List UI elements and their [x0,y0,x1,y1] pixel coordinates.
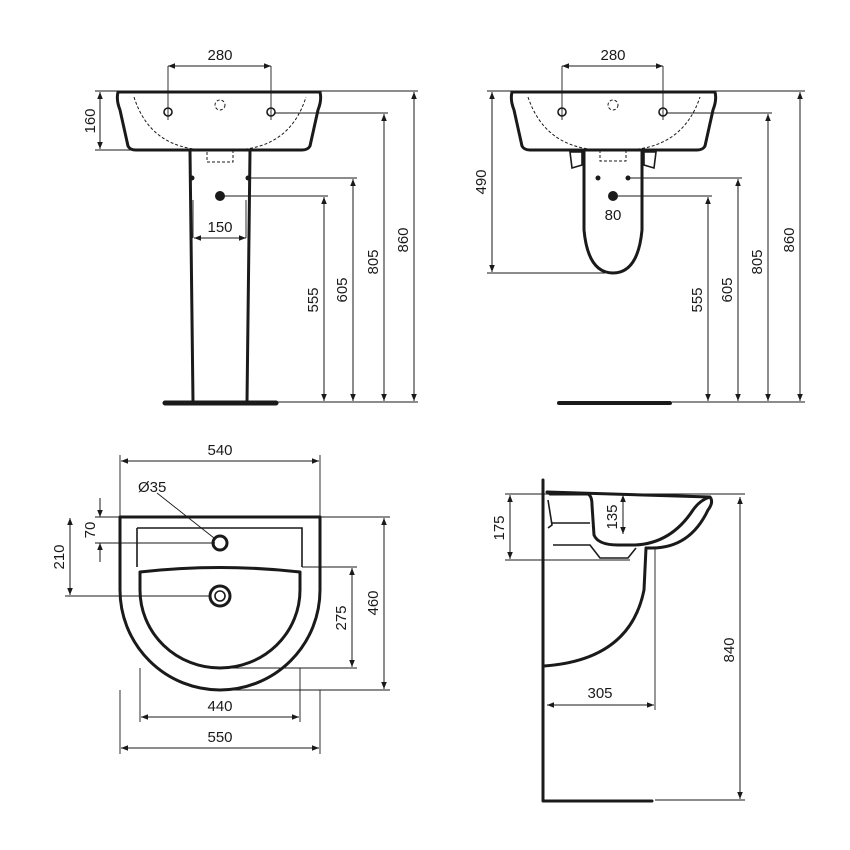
front-semi-pedestal-view: 280 490 80 555 605 805 860 [473,47,805,405]
bracket-right [643,151,657,170]
dim-70: 70 [82,522,99,539]
dim-490: 490 [473,169,490,194]
fixing-hole [245,175,251,181]
bowl-hidden-line [133,96,307,151]
dim-275: 275 [333,605,350,630]
basin-profile [545,490,714,550]
dim-550: 550 [207,729,232,746]
waste-outlet [215,191,225,201]
fixing-hole [189,175,195,181]
dim-605: 605 [334,277,351,302]
dim-860: 860 [395,227,412,252]
dim-840: 840 [721,637,738,662]
top-view: 540 Ø35 70 210 275 460 440 550 [51,442,390,754]
basin-outline [509,90,718,152]
waste-hidden [206,150,234,163]
bracket-left [569,151,583,170]
front-pedestal-view: 280 160 150 555 605 805 860 [82,47,418,406]
pedestal [188,149,252,404]
side-view: 175 135 840 305 [491,478,745,803]
dim-540: 540 [207,442,232,459]
semi-pedestal-profile [542,546,648,668]
bowl-inner [138,566,302,670]
tap-hole-center [607,99,619,111]
waste-outlet [608,191,618,201]
dim-basin-height: 160 [82,108,99,133]
dim-pedestal-width: 150 [207,219,232,236]
dim-hole-diameter: Ø35 [138,479,166,496]
dim-tap-spacing: 280 [600,47,625,64]
dim-305: 305 [587,685,612,702]
drain [208,584,232,608]
dim-555: 555 [689,287,706,312]
wall-and-floor [541,478,654,803]
dim-175: 175 [491,515,508,540]
dim-605: 605 [719,277,736,302]
dim-860: 860 [781,227,798,252]
dim-555: 555 [305,287,322,312]
dim-135: 135 [604,504,621,529]
dim-805: 805 [365,249,382,274]
dim-210: 210 [51,544,68,569]
basin-outline [115,90,323,152]
dim-80: 80 [605,207,622,224]
dim-440: 440 [207,698,232,715]
semi-pedestal [582,149,644,275]
dim-460: 460 [365,590,382,615]
rim [136,527,303,567]
dim-tap-spacing: 280 [207,47,232,64]
tap-hole-center [214,99,226,111]
dim-805: 805 [749,249,766,274]
tap-hole [211,534,229,552]
